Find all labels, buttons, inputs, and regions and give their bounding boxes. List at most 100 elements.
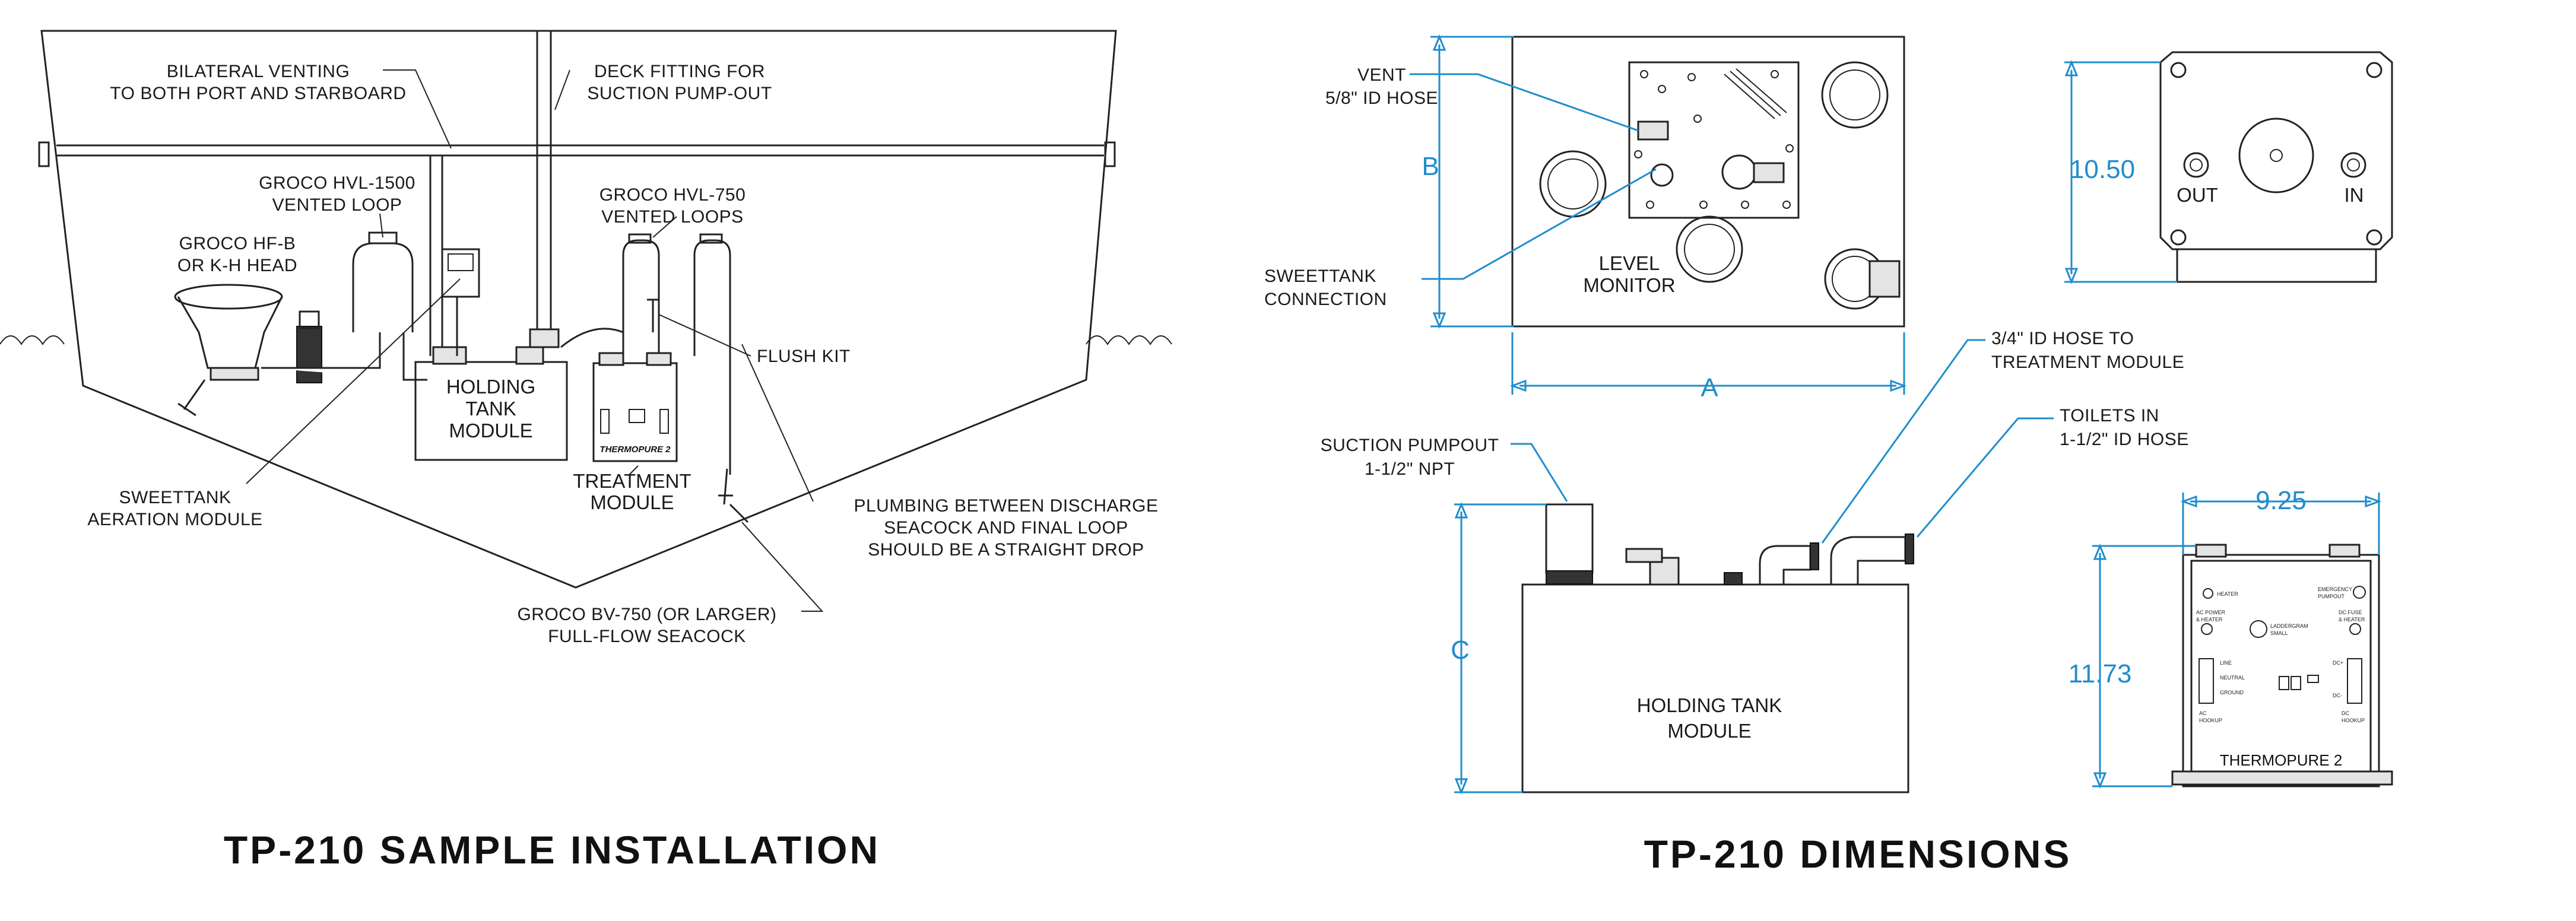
panel-heater: HEATER (2217, 591, 2238, 597)
label-toilets-2: 1-1/2" ID HOSE (2060, 430, 2189, 449)
treatment-badge: THERMOPURE 2 (599, 444, 671, 455)
label-hvl750-2: VENTED LOOPS (601, 207, 743, 227)
label-treatment-1: TREATMENT (573, 470, 691, 492)
hvl-1500-vented-loop (352, 231, 414, 332)
panel-ac-hookup-2: HOOKUP (2199, 717, 2222, 723)
label-sweettank-conn-2: CONNECTION (1264, 290, 1387, 309)
label-out: OUT (2177, 184, 2218, 206)
leader-deck (554, 69, 570, 110)
label-suction-1: SUCTION PUMPOUT (1321, 436, 1499, 455)
leader-seacock (741, 522, 824, 612)
label-toilets-1: TOILETS IN (2060, 406, 2159, 425)
hull-fitting-right (1104, 141, 1116, 167)
front-thermopure-label: THERMOPURE 2 (2220, 751, 2343, 769)
leader-vent (1410, 73, 1639, 132)
label-level-1: LEVEL (1599, 252, 1660, 274)
panel-neutral: NEUTRAL (2220, 675, 2245, 681)
label-hvl1500-2: VENTED LOOP (272, 195, 402, 215)
label-in: IN (2345, 184, 2364, 206)
leader-hose34 (1821, 339, 1985, 544)
leader-toilets (1916, 417, 2054, 538)
panel-dc-neg: DC- (2333, 693, 2342, 698)
pumpout-fitting (529, 328, 560, 348)
dimension-a: A (1701, 373, 1718, 402)
panel-emergency-2: PUMPOUT (2318, 593, 2345, 599)
panel-dc-hookup-2: HOOKUP (2342, 717, 2365, 723)
leader-suction (1511, 443, 1568, 502)
leader-plumbing (741, 344, 814, 502)
dimensions-drawing: LEVEL MONITOR B A VENT 5/8" ID HOSE SWEE… (1264, 34, 2393, 876)
panel-line: LINE (2220, 660, 2232, 666)
dimension-line-c (1454, 502, 1546, 795)
label-flush-kit: FLUSH KIT (757, 347, 851, 366)
holding-tank-top-view: LEVEL MONITOR (1511, 36, 1905, 328)
label-suction-2: 1-1/2" NPT (1365, 459, 1455, 479)
leader-hvl750 (652, 216, 677, 238)
treatment-module-front-view: HEATER EMERGENCY PUMPOUT AC POWER & HEAT… (2171, 544, 2393, 787)
label-head-2: OR K-H HEAD (177, 256, 297, 275)
label-vent-2: 5/8" ID HOSE (1325, 88, 1438, 108)
leader-flush (658, 314, 751, 357)
vent-pipe (429, 155, 443, 356)
panel-dc-pos: DC+ (2333, 660, 2343, 666)
dimension-line-b (1430, 34, 1514, 329)
installation-title: TP-210 SAMPLE INSTALLATION (224, 828, 880, 872)
side-holding-label-2: MODULE (1667, 720, 1751, 742)
panel-dc-hookup-1: DC (2342, 710, 2349, 716)
dimension-line-front-height (2092, 544, 2196, 789)
panel-ac-power-1: AC POWER (2196, 609, 2226, 615)
label-plumbing-3: SHOULD BE A STRAIGHT DROP (868, 540, 1144, 560)
holding-label-3: MODULE (449, 420, 532, 442)
label-plumbing-1: PLUMBING BETWEEN DISCHARGE (854, 496, 1158, 516)
label-head-1: GROCO HF-B (179, 234, 296, 253)
boat-hull (40, 30, 1117, 589)
pumpout-pipe (536, 31, 552, 335)
leader-sweettank (246, 278, 461, 484)
label-plumbing-2: SEACOCK AND FINAL LOOP (884, 518, 1128, 538)
toilet-seacock (177, 379, 206, 417)
side-holding-label-1: HOLDING TANK (1637, 694, 1782, 716)
label-vent-1: VENT (1357, 65, 1406, 85)
installation-drawing: HOLDING TANK MODULE THERMOPURE 2 (0, 30, 1172, 872)
panel-ac-hookup-1: AC (2199, 710, 2207, 716)
holding-tank-module: HOLDING TANK MODULE (414, 346, 568, 461)
leader-venting (383, 69, 452, 149)
panel-dc-fuse-2: & HEATER (2339, 617, 2365, 623)
label-hvl1500-1: GROCO HVL-1500 (259, 173, 415, 193)
panel-ground: GROUND (2220, 690, 2244, 695)
label-treatment-2: MODULE (590, 491, 674, 513)
waterline-right (1086, 335, 1172, 345)
treatment-module-top-view: OUT IN (2159, 51, 2393, 283)
label-sweettank-1: SWEETTANK (119, 488, 231, 507)
panel-ladder-1: LADDERGRAM (2270, 623, 2308, 629)
panel-dc-fuse-1: DC FUSE (2339, 609, 2362, 615)
label-hvl750-1: GROCO HVL-750 (599, 185, 746, 205)
dimension-line-front-width (2180, 493, 2382, 555)
panel-ac-power-2: & HEATER (2196, 617, 2223, 623)
label-hose34-1: 3/4" ID HOSE TO (1991, 329, 2134, 348)
flush-kit (647, 298, 659, 332)
leader-sweettank-conn (1422, 168, 1657, 280)
holding-tank-side-view: HOLDING TANK MODULE (1521, 503, 1914, 793)
label-deck-1: DECK FITTING FOR (594, 62, 765, 81)
dimension-b: B (1422, 152, 1439, 181)
hull-fitting-left (38, 141, 50, 167)
dimension-c: C (1451, 636, 1470, 665)
holding-label-2: TANK (465, 398, 516, 420)
dimension-line-top-height (2064, 60, 2177, 284)
dimension-line-a (1509, 332, 1907, 395)
panel-ladder-2: SMALL (2270, 630, 2288, 636)
treatment-module: THERMOPURE 2 (592, 352, 678, 462)
dimensions-title: TP-210 DIMENSIONS (1644, 832, 2072, 876)
leader-treatment (629, 465, 639, 475)
label-sweettank-conn-1: SWEETTANK (1264, 266, 1376, 286)
discharge-seacock (718, 468, 749, 523)
label-venting-1: BILATERAL VENTING (167, 62, 350, 81)
label-seacock-2: FULL-FLOW SEACOCK (548, 627, 746, 646)
deck-line (56, 144, 1104, 157)
panel-emergency-1: EMERGENCY (2318, 586, 2352, 592)
waterline-left (0, 335, 65, 345)
dimension-front-width: 9.25 (2255, 486, 2307, 515)
holding-label-1: HOLDING (446, 376, 535, 398)
